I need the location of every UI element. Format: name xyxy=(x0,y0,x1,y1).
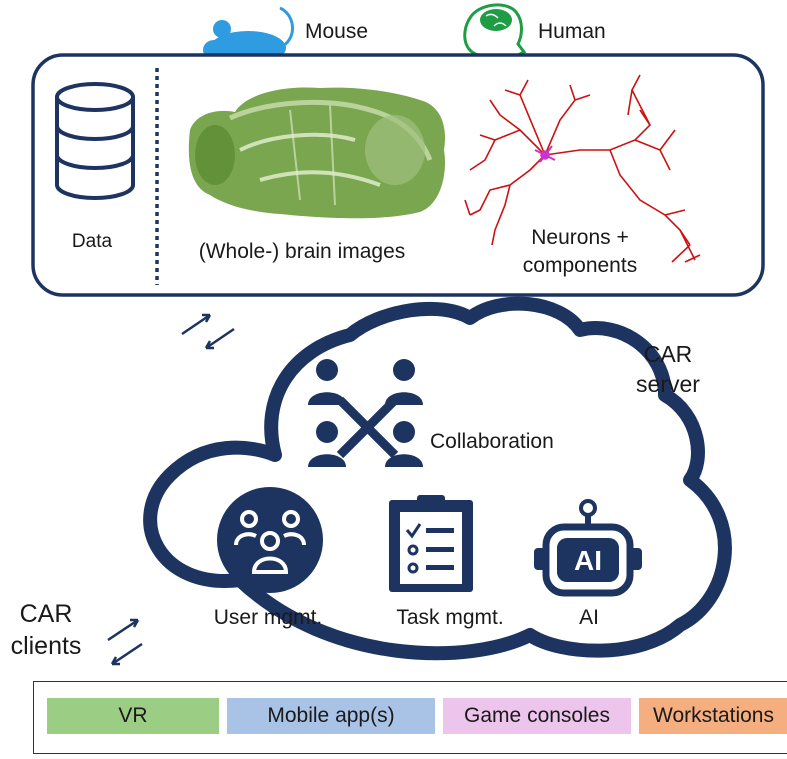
client-server-arrows-icon xyxy=(107,618,143,666)
brain-image xyxy=(188,87,445,219)
neuron-image xyxy=(464,74,701,263)
client-chip-vr: VR xyxy=(47,698,219,734)
mouse-label: Mouse xyxy=(305,20,368,43)
ai-label: AI xyxy=(579,606,599,629)
task-mgmt-label: Task mgmt. xyxy=(396,606,503,629)
collaboration-icon xyxy=(308,359,423,467)
client-chip-label: Game consoles xyxy=(464,704,610,727)
human-label: Human xyxy=(538,20,606,43)
database-icon xyxy=(55,82,135,200)
human-head-icon xyxy=(463,3,527,70)
client-chip-label: Mobile app(s) xyxy=(267,704,395,727)
server-label-line1: CAR xyxy=(644,341,693,367)
clients-label-line2: clients xyxy=(11,632,82,660)
task-management-icon xyxy=(389,495,473,592)
client-chip-workstations: Workstations xyxy=(639,698,787,734)
user-mgmt-label: User mgmt. xyxy=(214,606,323,629)
server-cloud xyxy=(143,296,732,661)
server-label-line2: server xyxy=(636,371,700,397)
client-chip-mobile: Mobile app(s) xyxy=(227,698,435,734)
clients-label-line1: CAR xyxy=(20,600,73,628)
data-server-arrows-icon xyxy=(181,313,235,350)
neurons-label-line1: Neurons + xyxy=(531,226,628,249)
client-chip-game-consoles: Game consoles xyxy=(443,698,631,734)
brain-images-label: (Whole-) brain images xyxy=(199,240,406,263)
user-management-icon xyxy=(217,487,323,593)
neurons-label-line2: components xyxy=(523,254,637,277)
ai-robot-icon xyxy=(534,499,642,597)
collaboration-label: Collaboration xyxy=(430,430,554,453)
client-platforms-bar: VR Mobile app(s) Game consoles Workstati… xyxy=(33,681,787,754)
client-chip-label: VR xyxy=(118,704,148,727)
data-label: Data xyxy=(72,231,113,252)
ai-badge-text: AI xyxy=(574,545,602,576)
client-chip-label: Workstations xyxy=(653,704,774,727)
